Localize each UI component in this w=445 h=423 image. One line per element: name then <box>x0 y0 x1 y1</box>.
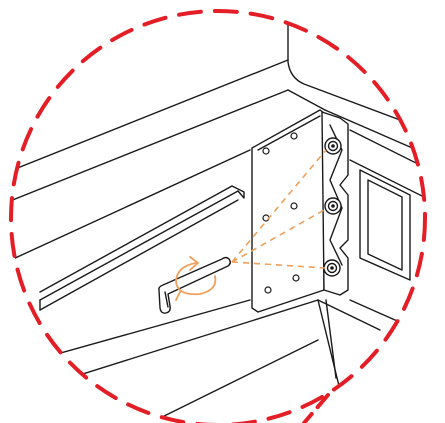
guide-line-middle <box>231 208 327 263</box>
callout-pointer-dash <box>302 393 330 423</box>
callout-pointer <box>302 299 337 423</box>
guide-lines <box>231 149 327 269</box>
plate-hole <box>262 147 270 155</box>
screws <box>323 137 342 277</box>
plate-hole <box>290 132 298 140</box>
rail-bar <box>39 185 245 311</box>
hex-key-icon <box>158 256 231 314</box>
plate-hole <box>290 202 298 210</box>
screw-middle <box>324 197 342 215</box>
upper-panel <box>11 11 425 266</box>
lower-frame <box>11 299 381 423</box>
guide-line-bottom <box>231 261 326 269</box>
detail-magnifier-circle <box>9 9 427 423</box>
bracket-plate <box>251 109 325 313</box>
plate-hole <box>264 286 272 294</box>
screw-bottom <box>323 259 341 277</box>
guide-line-top <box>231 149 327 263</box>
side-post <box>349 129 425 341</box>
plate-hole <box>292 274 300 282</box>
clockwise-rotation-arrow-icon <box>175 256 217 301</box>
screw-top <box>324 137 342 155</box>
